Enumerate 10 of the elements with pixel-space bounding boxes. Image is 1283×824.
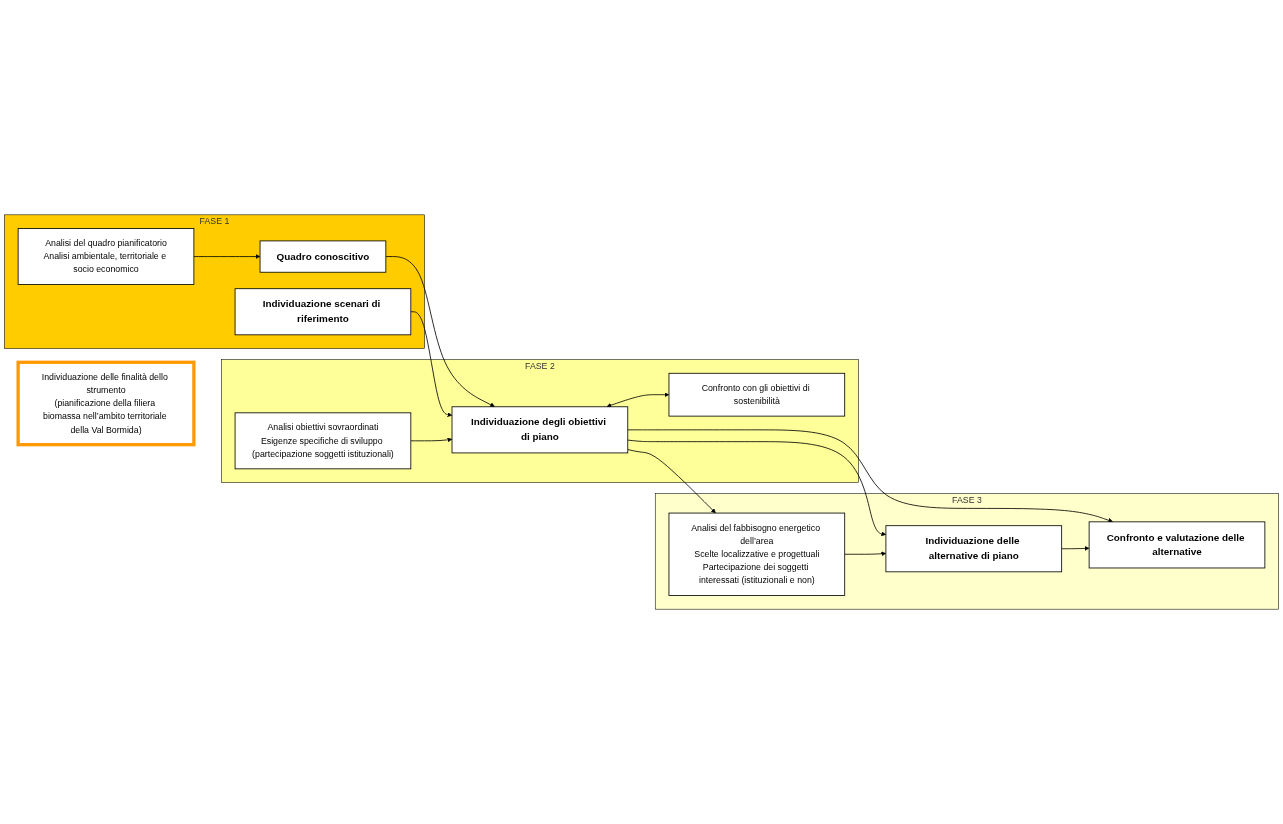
node-box: Confronto e valutazione delle alternative bbox=[1088, 521, 1266, 569]
node-box: Analisi obiettivi sovraordinati Esigenze specifiche di sviluppo (partecipazione soggetti istituzionali) bbox=[234, 412, 412, 470]
node-box: Analisi del quadro pianificatorio Analisi ambientale, territoriale e socio economico bbox=[17, 228, 195, 285]
node-box: Individuazione degli obiettivi di piano bbox=[451, 406, 629, 454]
node-box: Analisi del fabbisogno energetico dell’area Scelte localizzative e progettuali Partecipazione dei soggetti interessati (istituzionali e non) bbox=[668, 512, 846, 596]
node-box: Quadro conoscitivo bbox=[259, 240, 387, 273]
node-box: Individuazione scenari di riferimento bbox=[234, 288, 412, 336]
node-box: Individuazione delle alternative di piano bbox=[885, 525, 1063, 573]
node-box: Confronto con gli obiettivi di sostenibilità bbox=[668, 372, 846, 417]
node-box: Individuazione delle finalità dello strumento (pianificazione della filiera biomassa nell’ambito territoriale della Val Bormida) bbox=[16, 360, 196, 447]
